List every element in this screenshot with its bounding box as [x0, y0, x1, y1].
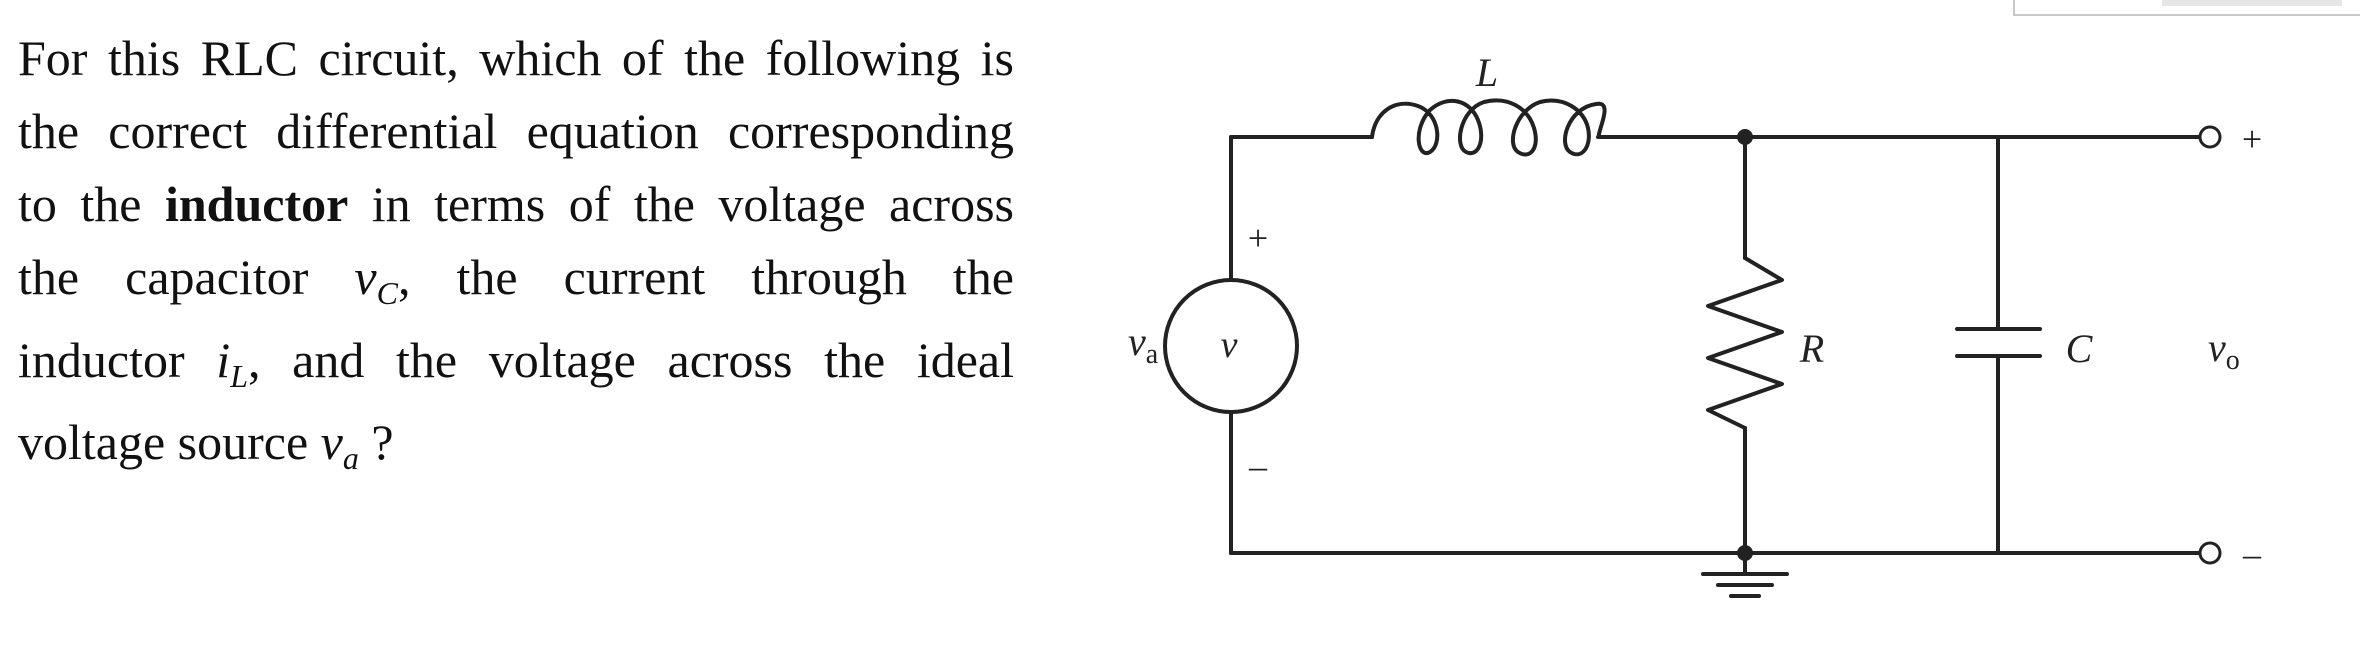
source-voltage-symbol: va: [320, 414, 359, 474]
inductor-coil: [1370, 98, 1607, 157]
source-voltage-base: v: [1128, 319, 1146, 364]
inductor-current-symbol: iL: [216, 332, 248, 392]
symbol-base: v: [354, 249, 377, 305]
resistor-label: R: [1799, 326, 1824, 371]
symbol-subscript: C: [376, 275, 398, 311]
source-plus: +: [1248, 218, 1268, 258]
output-minus: –: [2242, 534, 2262, 574]
top-window-edge: [2013, 0, 2360, 16]
question-text: For this RLC circuit, which of the follo…: [18, 22, 1014, 479]
question-line-6: voltage source va ?: [18, 406, 1014, 479]
question-text-fragment: voltage source: [18, 414, 321, 470]
top-scroll-element: [2162, 0, 2342, 6]
source-minus: –: [1248, 446, 1268, 486]
capacitor-voltage-symbol: vC: [354, 249, 398, 309]
question-line-2: the correct differential equation corres…: [18, 103, 1014, 159]
junction-dot-bottom: [1737, 545, 1753, 561]
voltage-source: [1163, 278, 1299, 414]
source-symbol: v: [1221, 324, 1238, 366]
question-text-fragment: to the: [18, 176, 165, 232]
question-line-4: the capacitor vC, the current through th…: [18, 241, 1014, 314]
inductor-label: L: [1475, 50, 1498, 95]
question-text-fragment: , and the voltage across the ideal: [247, 332, 1014, 388]
resistor-zigzag: [1706, 256, 1784, 430]
output-terminal-bottom: [2198, 541, 2222, 565]
symbol-subscript: a: [342, 440, 359, 476]
question-line-3: to the inductor in terms of the voltage …: [18, 168, 1014, 241]
symbol-base: i: [216, 332, 231, 388]
capacitor-label: C: [2066, 326, 2094, 371]
source-voltage-label: va: [1128, 319, 1159, 370]
question-text-fragment: inductor: [18, 332, 217, 388]
symbol-base: v: [320, 414, 343, 470]
output-plus: +: [2242, 119, 2262, 159]
question-text-fragment: , the current through the: [397, 249, 1014, 305]
question-text-fragment: ?: [358, 414, 394, 470]
question-text-fragment: in terms of the voltage across: [348, 176, 1014, 232]
symbol-subscript: L: [230, 358, 248, 394]
inductor-emphasis: inductor: [164, 176, 349, 232]
junction-dot-top: [1737, 129, 1753, 145]
question-line-1: For this RLC circuit, which of the follo…: [18, 30, 1014, 86]
source-voltage-sub: a: [1146, 339, 1159, 370]
output-voltage-sub: o: [2226, 345, 2240, 376]
question-line-5: inductor iL, and the voltage across the …: [18, 314, 1014, 406]
output-voltage-label: vo: [2208, 325, 2240, 376]
question-text-fragment: the capacitor: [18, 249, 355, 305]
output-terminal-top: [2198, 125, 2222, 149]
output-voltage-base: v: [2208, 325, 2226, 370]
